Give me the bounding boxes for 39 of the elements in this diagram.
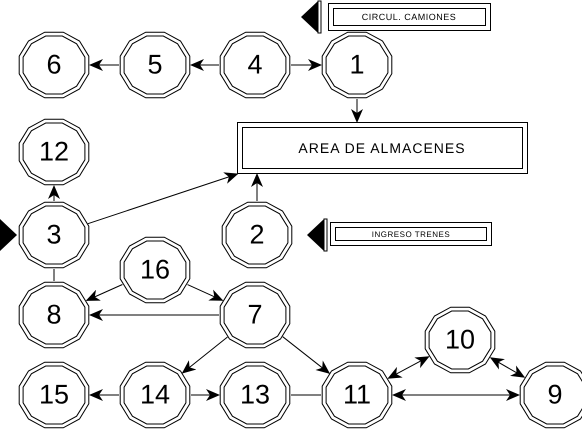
arrow xyxy=(87,172,238,224)
station-number: 5 xyxy=(147,52,163,78)
station-number: 4 xyxy=(247,52,263,78)
station-number: 6 xyxy=(46,52,62,78)
arrow xyxy=(387,356,430,379)
station-number: 15 xyxy=(38,382,70,408)
station-number: 11 xyxy=(342,382,372,408)
station-number: 10 xyxy=(444,326,476,354)
station-number: 14 xyxy=(140,382,170,408)
arrow xyxy=(490,357,526,378)
station-number: 16 xyxy=(140,256,170,284)
station-number: 7 xyxy=(247,302,263,328)
arrow xyxy=(190,59,220,71)
arrow xyxy=(89,59,120,71)
arrow xyxy=(89,309,220,321)
arrow xyxy=(392,389,520,401)
connector-line xyxy=(290,394,322,396)
arrow xyxy=(182,336,228,374)
station-number: 12 xyxy=(38,138,70,166)
area-label: CIRCUL. CAMIONES xyxy=(332,8,486,26)
station-number: 2 xyxy=(249,222,265,248)
arrow xyxy=(282,336,330,374)
arrow xyxy=(86,284,123,301)
arrow xyxy=(251,173,263,202)
label-frame xyxy=(330,222,492,246)
arrow xyxy=(290,59,322,71)
arrow xyxy=(351,98,363,123)
arrow xyxy=(190,389,220,401)
station-number: 13 xyxy=(240,382,270,408)
label-frame xyxy=(328,3,490,31)
station-number: 8 xyxy=(46,302,62,328)
area-label: AREA DE ALMACENES xyxy=(242,127,522,169)
arrow xyxy=(48,185,60,202)
arrow xyxy=(89,389,120,401)
area-label: INGRESO TRENES xyxy=(335,227,487,241)
station-number: 3 xyxy=(46,222,62,248)
station-number: 9 xyxy=(547,382,563,408)
arrow xyxy=(187,284,224,301)
station-number: 1 xyxy=(349,52,365,78)
